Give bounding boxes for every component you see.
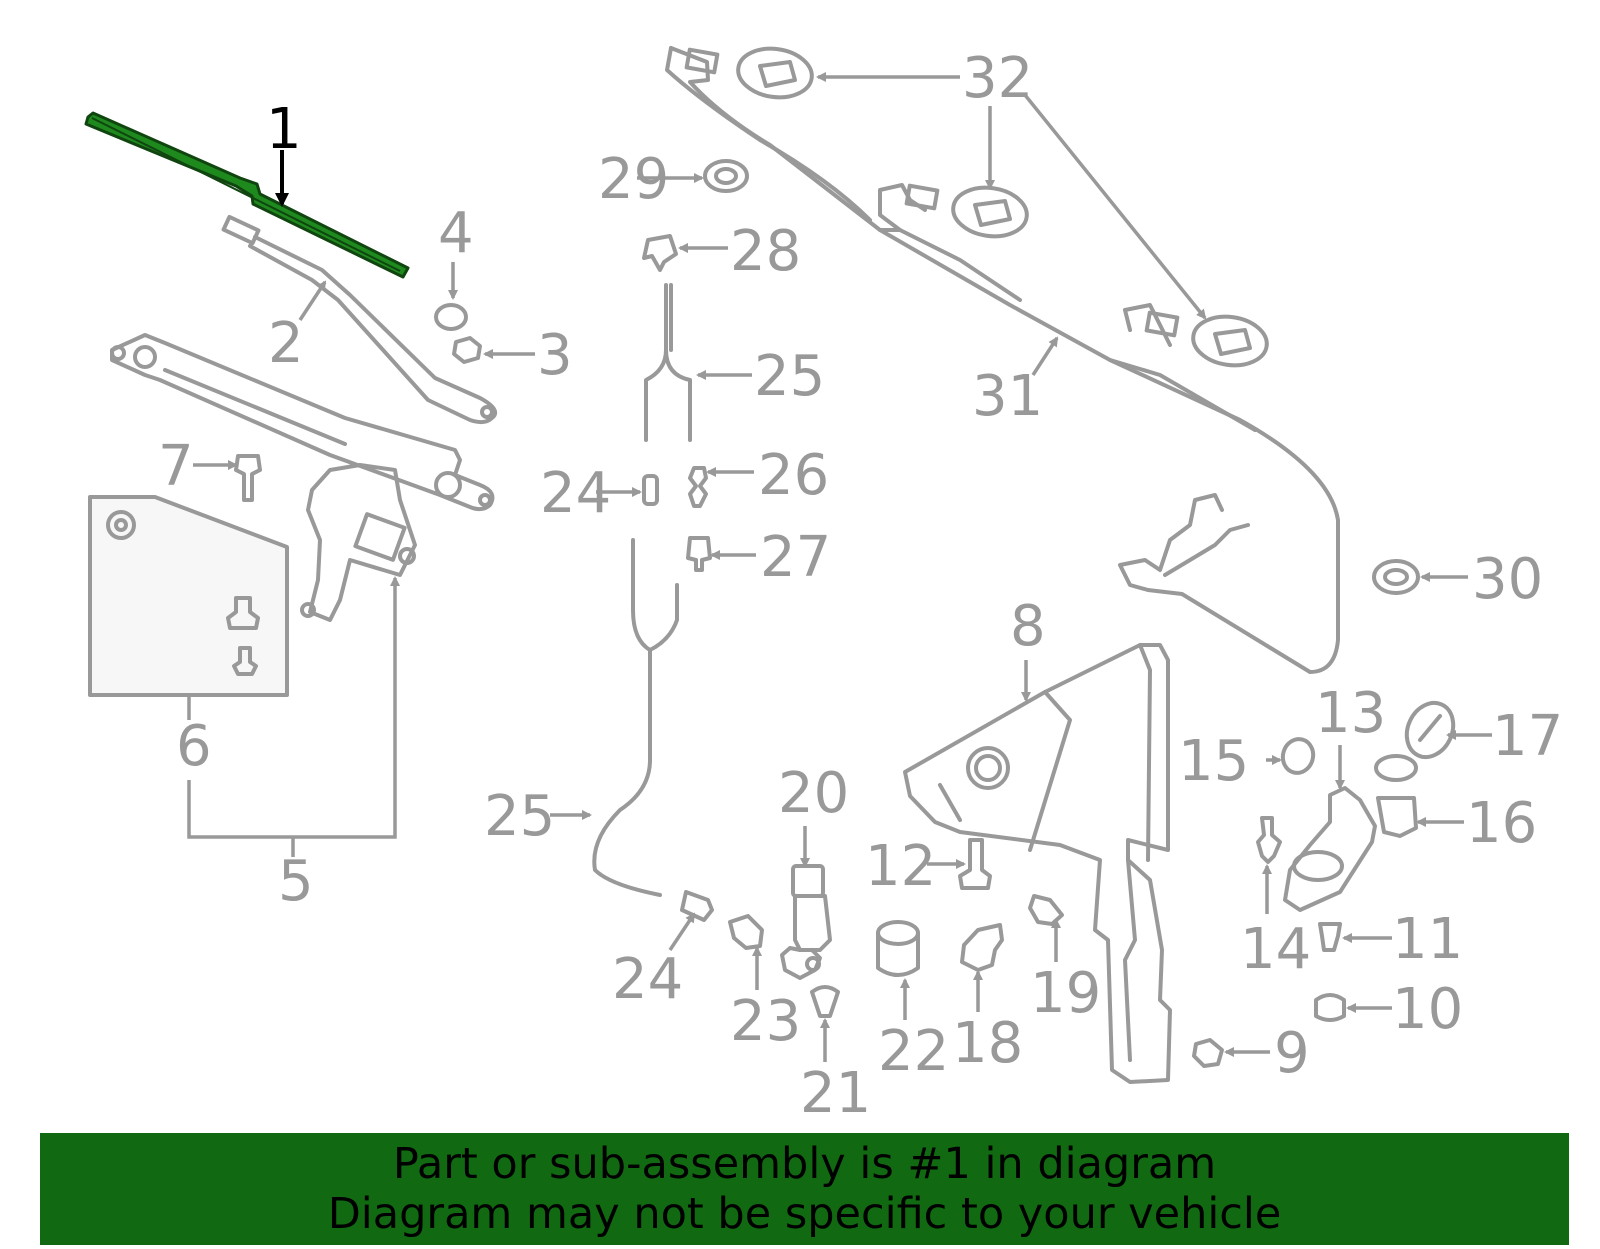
wiper-blade-part-1[interactable] (84, 111, 410, 279)
banner-line-2: Diagram may not be specific to your vehi… (327, 1189, 1282, 1239)
callout-22[interactable]: 22 (878, 1019, 949, 1084)
filler-cap-part-17 (1374, 700, 1456, 782)
grommet-part-10 (1314, 993, 1346, 1022)
washer-hose-part-25-upper (644, 283, 692, 442)
spray-nozzles-part-32 (736, 46, 1269, 368)
callout-32[interactable]: 32 (962, 46, 1033, 111)
callout-1[interactable]: 1 (266, 97, 302, 162)
check-valve-part-26 (688, 466, 708, 508)
callout-23[interactable]: 23 (730, 989, 801, 1054)
callout-17[interactable]: 17 (1492, 704, 1563, 769)
callout-19[interactable]: 19 (1030, 961, 1101, 1026)
callout-31[interactable]: 31 (972, 364, 1043, 429)
connector-part-24-lower (680, 890, 714, 922)
washer-reservoir-part-8 (903, 643, 1172, 1084)
callout-13[interactable]: 13 (1315, 681, 1386, 746)
callout-26[interactable]: 26 (758, 443, 829, 508)
cap-part-27 (686, 536, 712, 572)
info-banner: Part or sub-assembly is #1 in diagram Di… (40, 1133, 1569, 1245)
bolt-part-12 (958, 838, 992, 890)
callout-2[interactable]: 2 (268, 311, 304, 376)
cover-plate-part-6 (88, 495, 289, 697)
callout-4[interactable]: 4 (438, 201, 474, 266)
connector-part-24-upper (642, 474, 659, 506)
grommet-part-15 (1280, 737, 1316, 775)
grommet-part-23 (728, 914, 764, 950)
callout-24-upper[interactable]: 24 (540, 461, 611, 526)
washer-hose-part-25-lower (592, 538, 679, 897)
callout-10[interactable]: 10 (1392, 977, 1463, 1042)
cap-part-22 (876, 920, 920, 977)
callout-20[interactable]: 20 (778, 761, 849, 826)
nut-part-9 (1192, 1038, 1224, 1068)
callout-arrows (193, 72, 1492, 1062)
plug-part-11 (1318, 922, 1342, 952)
grommet-part-30 (1372, 559, 1420, 595)
wiper-linkage-part-5 (110, 333, 495, 622)
seal-part-16 (1376, 796, 1418, 838)
callout-18[interactable]: 18 (952, 1011, 1023, 1076)
callout-9[interactable]: 9 (1274, 1021, 1310, 1086)
clip-part-14 (1256, 816, 1282, 864)
callout-29[interactable]: 29 (598, 147, 669, 212)
callout-25-upper[interactable]: 25 (754, 344, 825, 409)
callout-24-lower[interactable]: 24 (612, 947, 683, 1012)
wiper-arm-part-2 (221, 214, 497, 425)
callout-15[interactable]: 15 (1178, 729, 1249, 794)
level-sensor-part-18 (960, 923, 1004, 972)
washer-pump-part-20 (780, 864, 832, 980)
callout-labels: 1 2 3 4 5 6 7 8 9 10 11 12 13 14 15 16 1… (158, 46, 1563, 1126)
cap-part-4 (434, 303, 468, 331)
callout-14[interactable]: 14 (1240, 917, 1311, 982)
callout-12[interactable]: 12 (865, 834, 936, 899)
banner-line-1: Part or sub-assembly is #1 in diagram (392, 1139, 1217, 1189)
callout-6[interactable]: 6 (176, 714, 212, 779)
nozzle-part-28 (642, 234, 678, 272)
grommet-part-29 (703, 159, 749, 193)
callout-28[interactable]: 28 (730, 219, 801, 284)
callout-8[interactable]: 8 (1010, 594, 1046, 659)
callout-27[interactable]: 27 (760, 525, 831, 590)
filler-neck-part-13 (1283, 786, 1377, 912)
callout-25-lower[interactable]: 25 (484, 784, 555, 849)
filter-part-21 (810, 985, 840, 1018)
callout-16[interactable]: 16 (1466, 791, 1537, 856)
grommet-part-19 (1028, 894, 1064, 926)
callout-3[interactable]: 3 (537, 323, 573, 388)
callout-7[interactable]: 7 (158, 434, 194, 499)
callout-30[interactable]: 30 (1472, 547, 1543, 612)
washer-harness-part-31 (665, 46, 1340, 674)
nut-part-3 (452, 336, 482, 364)
callout-21[interactable]: 21 (800, 1061, 871, 1126)
bolt-part-7 (234, 454, 262, 502)
callout-5[interactable]: 5 (278, 849, 314, 914)
callout-11[interactable]: 11 (1392, 907, 1463, 972)
